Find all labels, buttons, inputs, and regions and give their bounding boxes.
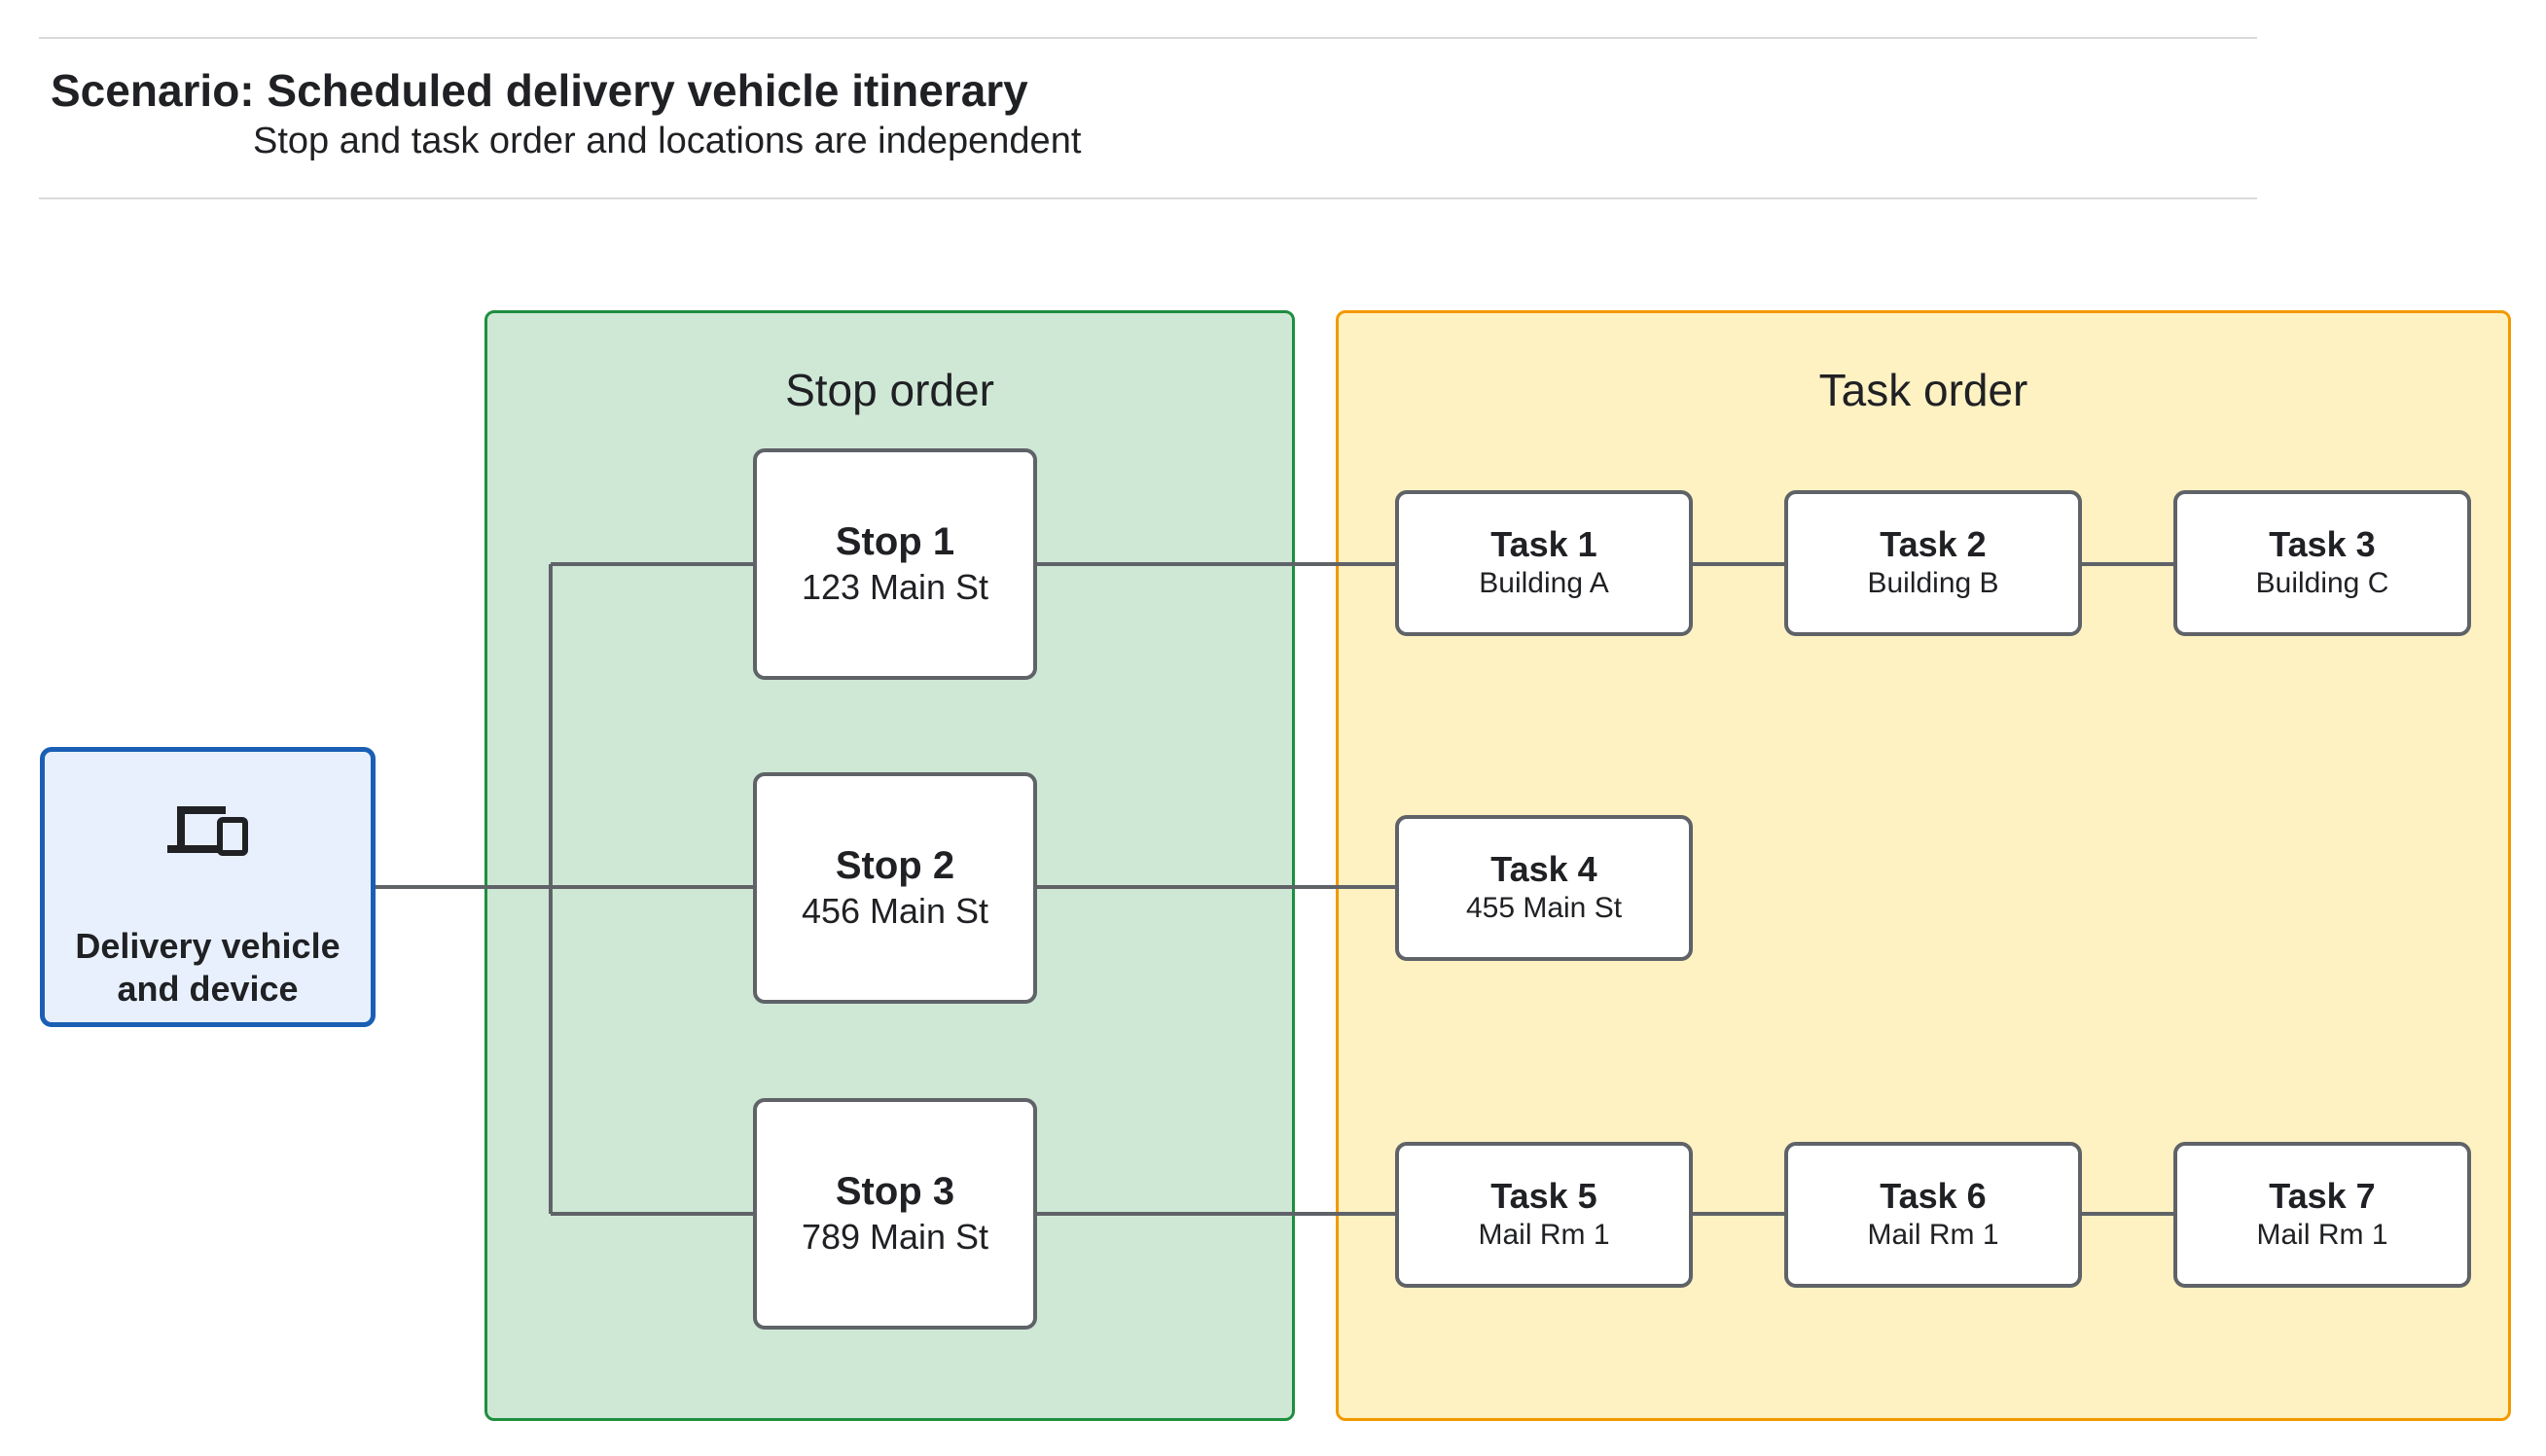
task-name: Task 5 [1490, 1176, 1597, 1216]
task-location: 455 Main St [1465, 892, 1623, 924]
task-4-box: Task 4 455 Main St [1395, 815, 1693, 961]
task-location: Building A [1479, 567, 1609, 599]
task-3-box: Task 3 Building C [2173, 490, 2471, 636]
header-divider [39, 197, 2257, 199]
vehicle-label: Delivery vehicle and device [45, 925, 371, 1011]
task-order-title: Task order [1818, 365, 2028, 415]
task-name: Task 2 [1880, 524, 1987, 564]
task-5-box: Task 5 Mail Rm 1 [1395, 1142, 1693, 1288]
stop-2-box: Stop 2 456 Main St [753, 772, 1037, 1004]
stop-name: Stop 2 [835, 844, 955, 887]
devices-icon [167, 806, 248, 856]
stop-order-title: Stop order [785, 365, 994, 415]
task-location: Mail Rm 1 [1867, 1219, 1999, 1251]
page-subtitle: Stop and task order and locations are in… [253, 121, 1082, 161]
delivery-vehicle-box: Delivery vehicle and device [40, 747, 376, 1027]
stop-1-box: Stop 1 123 Main St [753, 448, 1037, 680]
task-name: Task 4 [1490, 849, 1597, 889]
stop-address: 456 Main St [801, 891, 989, 931]
task-name: Task 6 [1880, 1176, 1987, 1216]
task-name: Task 3 [2269, 524, 2376, 564]
task-6-box: Task 6 Mail Rm 1 [1784, 1142, 2082, 1288]
page-title: Scenario: Scheduled delivery vehicle iti… [51, 65, 1028, 116]
stop-address: 123 Main St [801, 567, 989, 607]
vehicle-label-line2: and device [117, 969, 299, 1009]
task-location: Building B [1867, 567, 1999, 599]
task-7-box: Task 7 Mail Rm 1 [2173, 1142, 2471, 1288]
stop-name: Stop 1 [835, 520, 955, 563]
task-name: Task 7 [2269, 1176, 2376, 1216]
task-name: Task 1 [1490, 524, 1597, 564]
vehicle-label-line1: Delivery vehicle [75, 926, 341, 966]
stop-address: 789 Main St [801, 1217, 989, 1257]
stop-3-box: Stop 3 789 Main St [753, 1098, 1037, 1330]
task-1-box: Task 1 Building A [1395, 490, 1693, 636]
task-2-box: Task 2 Building B [1784, 490, 2082, 636]
stop-name: Stop 3 [835, 1170, 955, 1213]
task-location: Mail Rm 1 [1478, 1219, 1610, 1251]
task-location: Building C [2255, 567, 2389, 599]
task-location: Mail Rm 1 [2256, 1219, 2388, 1251]
top-divider [39, 37, 2257, 39]
